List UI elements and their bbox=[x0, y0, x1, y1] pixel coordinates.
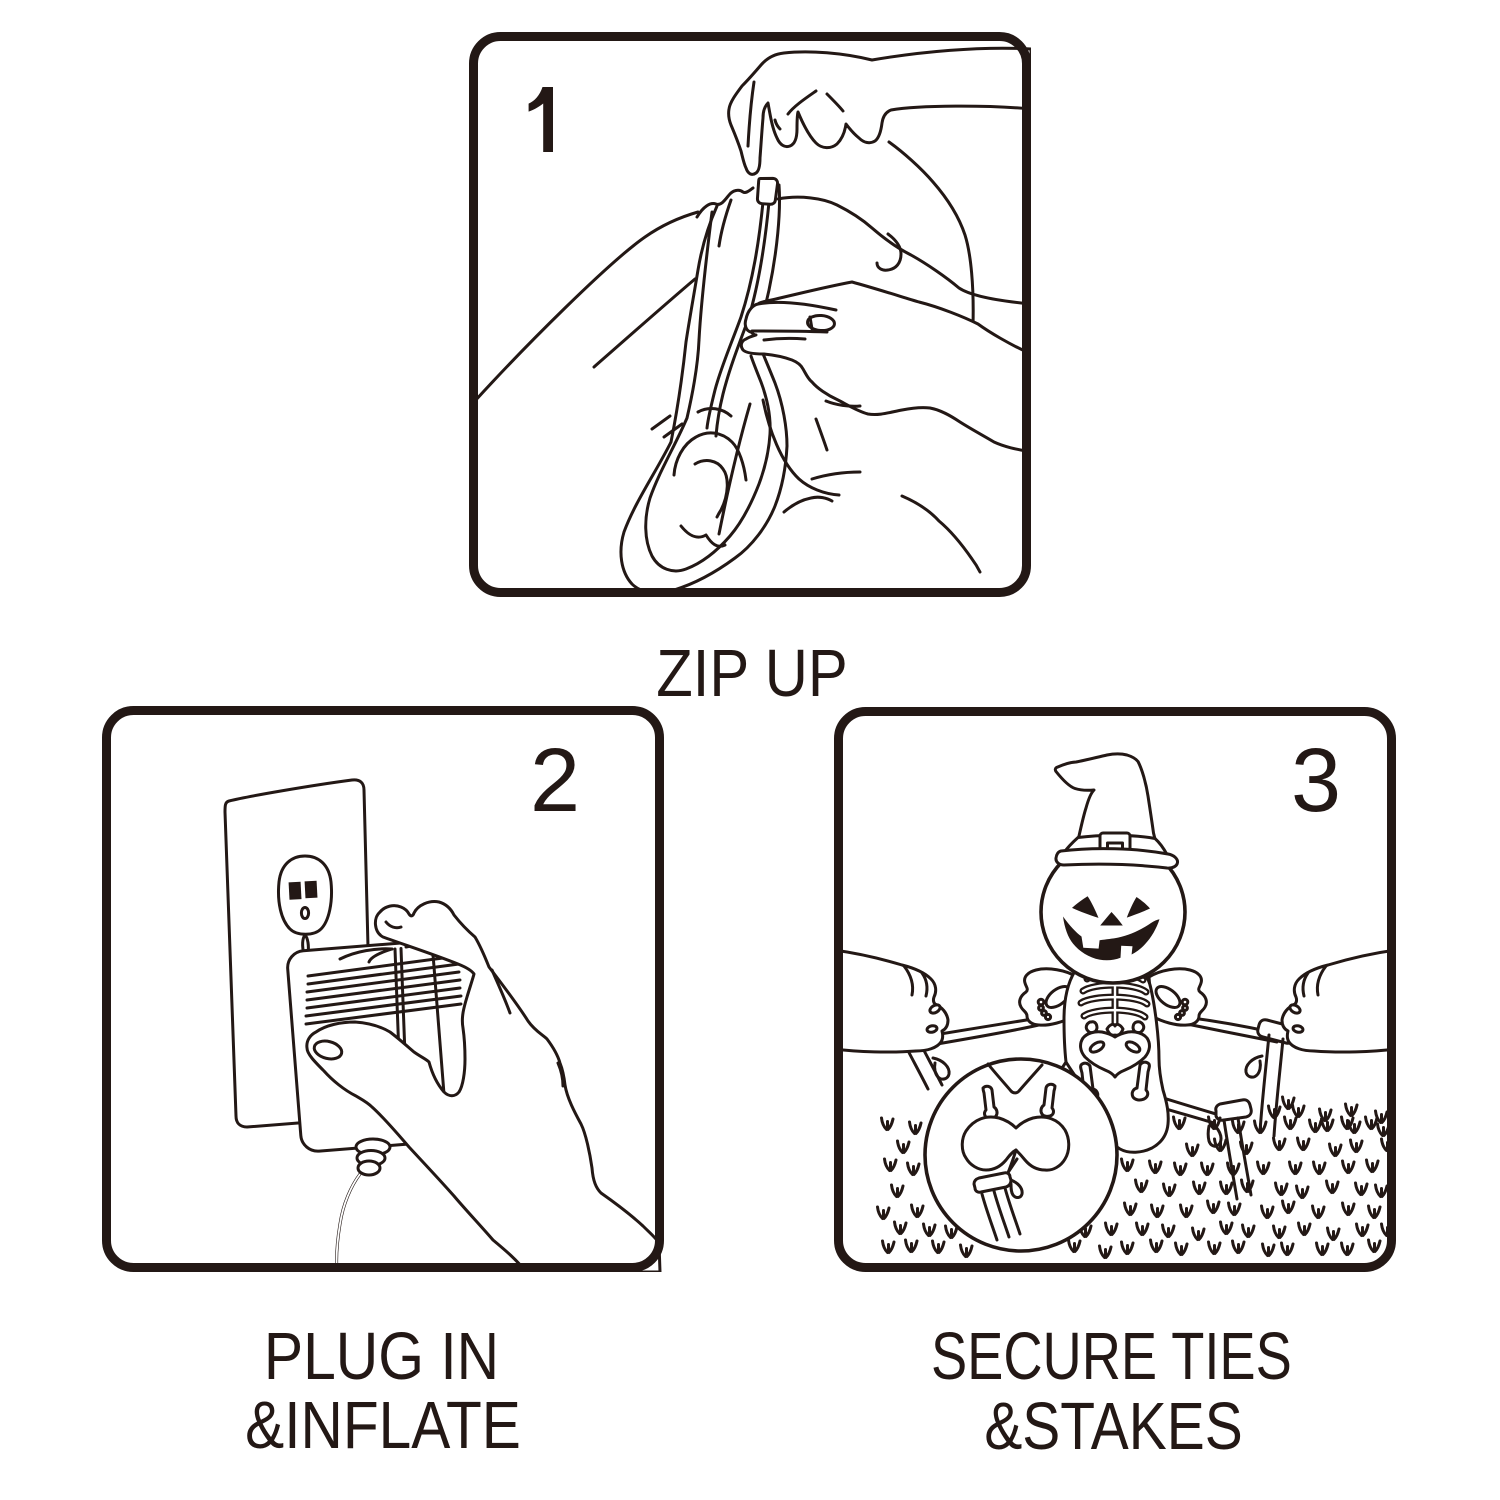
svg-text:SECURE TIES: SECURE TIES bbox=[931, 1319, 1292, 1394]
svg-text:&INFLATE: &INFLATE bbox=[245, 1388, 521, 1463]
svg-text:&STAKES: &STAKES bbox=[984, 1390, 1242, 1464]
svg-text:2: 2 bbox=[530, 731, 580, 831]
svg-text:ZIP UP: ZIP UP bbox=[656, 637, 847, 711]
svg-text:PLUG IN: PLUG IN bbox=[264, 1319, 499, 1393]
svg-text:3: 3 bbox=[1291, 731, 1341, 831]
